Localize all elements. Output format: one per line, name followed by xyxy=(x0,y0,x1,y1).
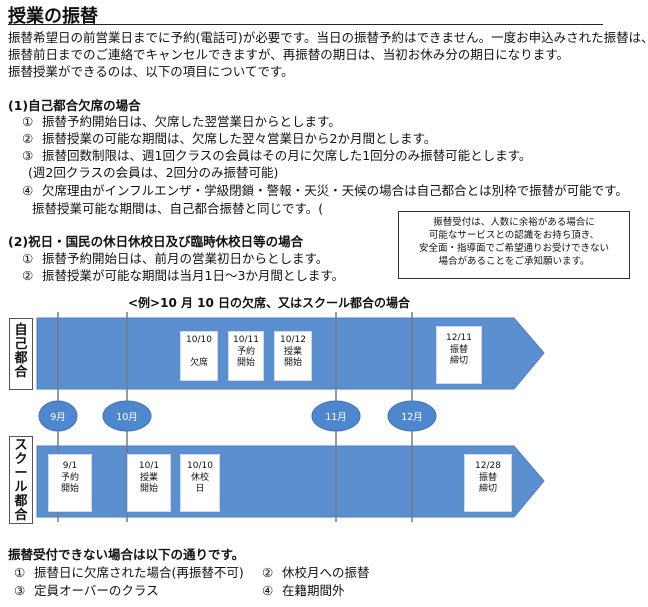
section1-heading: (1)自己都合欠席の場合 xyxy=(8,98,141,113)
item-text: 振替予約開始日は、欠席した翌営業日からとします。 xyxy=(42,114,341,129)
intro-line-3: 振替授業ができるのは、以下の項目についてです。 xyxy=(8,64,294,79)
item-number: ② xyxy=(22,131,34,146)
event-line: 12/11 xyxy=(446,333,472,343)
item-text: 振替授業が可能な期間は当月1日～3か月間とします。 xyxy=(42,268,345,283)
row-label-char: 都 xyxy=(14,494,28,509)
event-line: 10/1 xyxy=(138,461,160,471)
row-label-char: ス xyxy=(14,438,28,453)
event-line: 締切 xyxy=(449,356,468,366)
section1-item-3-note: (週2回クラスの会員は、2回分のみ振替可能) xyxy=(28,165,279,180)
title-underline xyxy=(8,24,603,25)
event-box-closed-day: 10/10 休校 日 xyxy=(180,454,220,512)
item-number: ① xyxy=(22,114,34,129)
event-box-reservation-start: 10/11 予約 開始 xyxy=(228,331,264,381)
section2-heading: (2)祝日・国民の休日休校日及び臨時休校日等の場合 xyxy=(8,234,304,249)
footer-item-1: ① 振替日に欠席された場合(再振替不可) xyxy=(14,565,244,581)
section1-item-2: ② 振替授業の可能な期間は、欠席した翌々営業日から2か月間とします。 xyxy=(22,131,436,147)
month-oval-12 xyxy=(387,400,437,432)
item-text: 在籍期間外 xyxy=(282,583,345,598)
row-label-char: ル xyxy=(14,480,28,495)
section1-item-4-note: 振替授業可能な期間は、自己都合振替と同じです。( xyxy=(32,201,324,216)
event-line: 開始 xyxy=(236,358,255,368)
event-box-class-start: 10/1 授業 開始 xyxy=(127,454,171,512)
section1-item-4: ④ 欠席理由がインフルエンザ・学級閉鎖・警報・天災・天候の場合は自己都合とは別枠で… xyxy=(22,183,628,199)
month-label-9: 9月 xyxy=(50,412,66,423)
row-label-char: 自 xyxy=(14,323,28,338)
footer-item-4: ④ 在籍期間外 xyxy=(262,583,345,599)
row-label-char: 己 xyxy=(14,337,28,352)
row-label-char: 合 xyxy=(14,365,28,380)
event-line: 振替 xyxy=(478,472,497,483)
month-label-11: 11月 xyxy=(325,412,347,423)
event-box-deadline: 12/28 振替 締切 xyxy=(464,454,512,512)
diagram-caption: <例>10 月 10 日の欠席、又はスクール都合の場合 xyxy=(128,296,411,310)
item-text: 振替予約開始日は、前月の営業初日からとします。 xyxy=(42,251,329,266)
notice-line: 振替受付は、人数に余裕がある場合に xyxy=(433,217,595,228)
item-text: 振替授業の可能な期間は、欠席した翌々営業日から2か月間とします。 xyxy=(42,131,437,146)
item-text: 定員オーバーのクラス xyxy=(34,583,159,598)
row-label-char: ー xyxy=(14,466,28,481)
item-number: ② xyxy=(22,268,34,283)
event-line: 欠席 xyxy=(189,358,208,368)
month-oval-11 xyxy=(311,400,361,432)
event-line: 10/11 xyxy=(233,335,259,345)
item-number: ② xyxy=(262,565,274,580)
row-label-self-reason: 自 己 都 合 xyxy=(9,318,33,390)
event-box-deadline: 12/11 振替 締切 xyxy=(436,326,482,384)
section2-item-2: ② 振替授業が可能な期間は当月1日～3か月間とします。 xyxy=(22,268,344,284)
event-line: 開始 xyxy=(60,484,79,494)
month-oval-10 xyxy=(102,400,152,432)
section1-item-3: ③ 振替回数制限は、週1回クラスの会員はその月に欠席した1回分のみ振替可能とします… xyxy=(22,148,531,164)
page-title: 授業の振替 xyxy=(8,6,98,27)
row-label-char: ク xyxy=(14,452,28,467)
event-line: 締切 xyxy=(478,484,497,494)
event-line: 開始 xyxy=(139,484,158,494)
row-label-school-reason: ス ク ー ル 都 合 xyxy=(9,436,33,524)
month-label-10: 10月 xyxy=(116,412,138,423)
event-line: 開始 xyxy=(283,358,302,368)
item-number: ④ xyxy=(22,183,34,198)
event-line: 振替 xyxy=(449,344,468,355)
event-line: 授業 xyxy=(139,472,158,483)
item-number: ③ xyxy=(14,583,26,598)
item-number: ① xyxy=(14,565,26,580)
event-line: 休校 xyxy=(190,472,209,483)
item-number: ③ xyxy=(22,148,34,163)
event-line: 10/10 xyxy=(186,335,212,345)
intro-line-1: 振替希望日の前営業日までに予約(電話可)が必要です。当日の振替予約はできません。… xyxy=(8,30,648,45)
notice-box: 振替受付は、人数に余裕がある場合に 可能なサービスとの認識をお持ち頂き、 安全面… xyxy=(398,211,630,279)
item-text: 休校月への振替 xyxy=(282,565,370,580)
intro-line-2: 振替前日までのご連絡でキャンセルできますが、再振替の期日は、当初お休み分の期日に… xyxy=(8,47,570,62)
notice-line: 可能なサービスとの認識をお持ち頂き、 xyxy=(428,230,600,241)
event-line: 予約 xyxy=(236,346,255,357)
event-line: 9/1 xyxy=(62,461,78,471)
section1-item-1: ① 振替予約開始日は、欠席した翌営業日からとします。 xyxy=(22,114,341,130)
row-label-char: 都 xyxy=(14,351,28,366)
month-oval-9 xyxy=(38,400,78,432)
event-line: 10/10 xyxy=(187,461,213,471)
item-text: 欠席理由がインフルエンザ・学級閉鎖・警報・天災・天候の場合は自己都合とは別枠で振… xyxy=(42,183,628,198)
item-number: ④ xyxy=(262,583,274,598)
item-text: 振替回数制限は、週1回クラスの会員はその月に欠席した1回分のみ振替可能とします。 xyxy=(42,148,532,163)
footer-heading: 振替受付できない場合は以下の通りです。 xyxy=(8,547,245,562)
item-number: ① xyxy=(22,251,34,266)
footer-item-3: ③ 定員オーバーのクラス xyxy=(14,583,159,599)
item-text: 振替日に欠席された場合(再振替不可) xyxy=(34,565,244,580)
event-line: 12/28 xyxy=(475,461,501,471)
row-label-char: 合 xyxy=(14,508,28,523)
event-line: 日 xyxy=(195,484,205,494)
event-box-absence: 10/10 欠席 xyxy=(180,331,218,381)
event-line: 10/12 xyxy=(280,335,306,345)
month-label-12: 12月 xyxy=(401,412,423,423)
section2-item-1: ① 振替予約開始日は、前月の営業初日からとします。 xyxy=(22,251,328,267)
event-box-reservation-start: 9/1 予約 開始 xyxy=(48,454,92,512)
event-line: 授業 xyxy=(283,346,302,357)
event-line xyxy=(181,347,217,359)
event-line: 予約 xyxy=(60,472,79,483)
notice-line: 安全面・指導面でご希望通りお受けできない xyxy=(418,243,609,254)
notice-line: 場合があることをご承知願います。 xyxy=(438,256,590,267)
footer-item-2: ② 休校月への振替 xyxy=(262,565,370,581)
event-box-class-start: 10/12 授業 開始 xyxy=(274,331,312,381)
